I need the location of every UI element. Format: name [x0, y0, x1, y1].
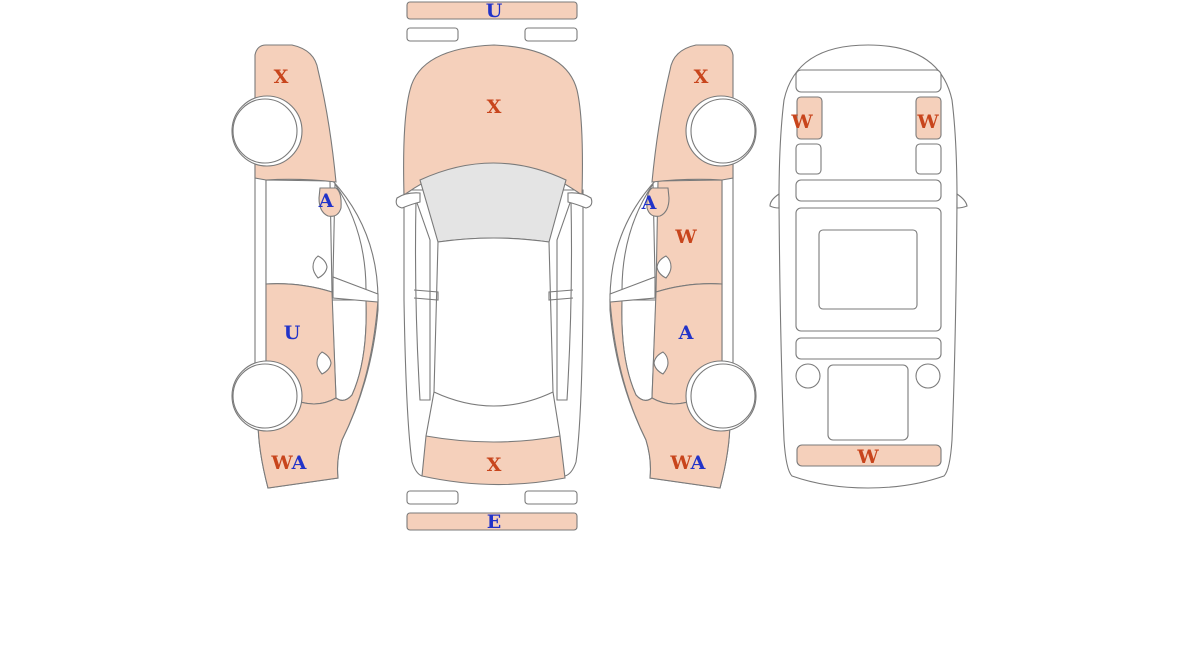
roof-panel: [433, 237, 554, 407]
top-view: U X X E: [395, 0, 593, 533]
left-mirror-arm: [332, 276, 379, 303]
mark-hood: X: [487, 96, 502, 118]
roof-mirror-right: [956, 192, 968, 209]
mark-right-rear-door: A: [678, 322, 694, 344]
roof-right-pad: [915, 143, 942, 175]
mark-left-rear-door: U: [284, 322, 301, 344]
roof-view: W W W: [769, 44, 968, 489]
left-front-door-handle: [312, 255, 328, 279]
front-bumper: [406, 1, 578, 20]
rear-bumper: [406, 512, 578, 531]
mark-roof-front-right: W: [916, 111, 939, 133]
left-mirror: [318, 187, 342, 217]
left-mirror-top: [395, 192, 421, 209]
left-pillar-side: [414, 199, 431, 401]
rear-light-left: [406, 490, 459, 505]
roof-front-right-panel: [915, 96, 942, 140]
roof-rear-panel: [796, 444, 942, 467]
mark-right-mirror: A: [641, 192, 657, 214]
left-sill: [254, 149, 267, 391]
right-side-view: X A W A W A: [609, 44, 757, 489]
roof-front-left-panel: [796, 96, 823, 140]
left-side-view: X A U W A: [231, 44, 379, 489]
mark-left-rear-quarter-w: W: [270, 452, 293, 474]
front-light-left: [406, 27, 459, 42]
right-sill: [721, 149, 734, 391]
left-front-wheel-inner: [232, 98, 298, 164]
trunk: [421, 435, 566, 486]
mark-roof-front-left: W: [790, 111, 813, 133]
rear-light-right: [524, 490, 578, 505]
roof-rear-bar: [795, 337, 942, 360]
mark-rear-bumper: E: [487, 511, 501, 533]
right-rear-door-handle: [653, 351, 669, 375]
mark-front-bumper: U: [486, 0, 503, 22]
right-mirror-top: [567, 192, 593, 209]
mark-left-mirror: A: [318, 190, 334, 212]
roof-rear-window: [827, 364, 909, 441]
mark-right-rear-quarter-w: W: [669, 452, 692, 474]
roof-rear-right-circle: [915, 363, 941, 389]
left-rear-wheel-inner: [232, 363, 298, 429]
windshield: [419, 162, 567, 243]
mark-left-rear-quarter-a: A: [291, 452, 307, 474]
right-mirror-arm: [609, 276, 656, 303]
mark-roof-rear: W: [856, 446, 879, 468]
rear-window-line: [425, 391, 561, 437]
left-b-pillar-line: [413, 289, 439, 301]
sunroof: [818, 229, 918, 310]
mark-right-front-door: W: [674, 226, 697, 248]
mark-left-front-fender: X: [274, 66, 289, 88]
mark-right-front-fender: X: [694, 66, 709, 88]
right-front-door-handle: [656, 255, 672, 279]
mark-right-rear-quarter-a: A: [690, 452, 706, 474]
roof-mirror-left: [769, 192, 780, 209]
right-rear-wheel-inner: [690, 363, 756, 429]
left-rear-door-handle: [316, 351, 332, 375]
right-front-wheel-inner: [690, 98, 756, 164]
roof-front-bar: [795, 69, 942, 93]
right-mirror: [646, 187, 670, 217]
roof-rear-left-circle: [795, 363, 821, 389]
right-pillar-side: [556, 199, 573, 401]
right-b-pillar-line: [548, 289, 574, 301]
roof-mid-bar: [795, 179, 942, 202]
roof-left-pad: [795, 143, 822, 175]
mark-trunk: X: [487, 454, 502, 476]
front-light-right: [524, 27, 578, 42]
